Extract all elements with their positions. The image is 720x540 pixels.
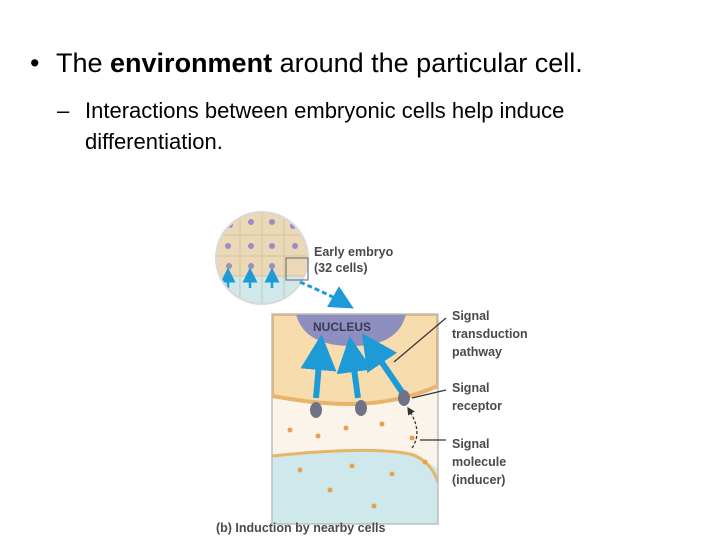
receptor-label-line2: receptor: [452, 399, 502, 413]
transduction-label-line2: transduction: [452, 327, 528, 341]
bullet-text-end: around the particular cell.: [272, 48, 583, 78]
transduction-label-line3: pathway: [452, 345, 502, 359]
figure-caption: (b) Induction by nearby cells: [216, 521, 386, 535]
cell-detail-box: NUCLEUS: [271, 313, 439, 525]
nucleus-label: NUCLEUS: [313, 320, 371, 334]
sub-bullet-marker: –: [57, 98, 70, 123]
embryo-label-line2: (32 cells): [314, 261, 368, 275]
molecule-label-line1: Signal: [452, 437, 490, 451]
transduction-label-line1: Signal: [452, 309, 490, 323]
sub-bullet-line1: Interactions between embryonic cells hel…: [85, 98, 565, 123]
bullet-marker: •: [30, 48, 40, 78]
early-embryo: [215, 211, 309, 305]
main-bullet: • The environment around the particular c…: [30, 48, 583, 79]
sub-bullet: –Interactions between embryonic cells he…: [57, 95, 697, 157]
receptor-label-line1: Signal: [452, 381, 490, 395]
molecule-label-line2: molecule: [452, 455, 506, 469]
embryo-label-line1: Early embryo: [314, 245, 394, 259]
sub-bullet-line2: differentiation.: [85, 129, 223, 154]
bullet-text-start: The: [56, 48, 111, 78]
molecule-label-line3: (inducer): [452, 473, 505, 487]
bullet-text-bold: environment: [110, 48, 273, 78]
